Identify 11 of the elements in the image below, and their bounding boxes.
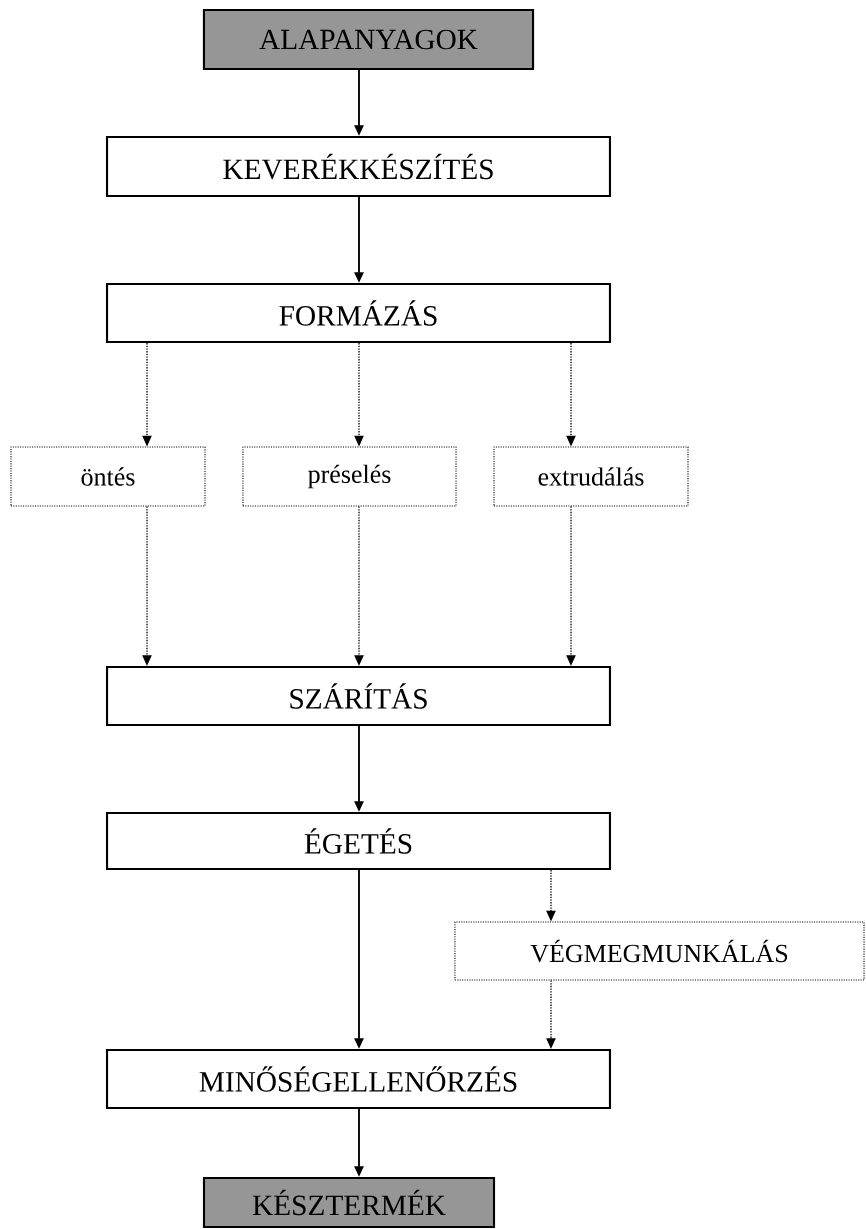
terminal-box: KÉSZTERMÉK — [202, 1176, 496, 1229]
option-box: öntés — [10, 446, 206, 507]
option-box: préselés — [242, 446, 457, 507]
option-box: extrudálás — [493, 446, 689, 507]
process-box: FORMÁZÁS — [105, 282, 612, 344]
process-box: MINŐSÉGELLENŐRZÉS — [105, 1048, 612, 1110]
option-box: VÉGMEGMUNKÁLÁS — [454, 921, 865, 981]
process-box: SZÁRÍTÁS — [105, 665, 612, 727]
terminal-box: ALAPANYAGOK — [202, 8, 535, 71]
process-box: KEVERÉKKÉSZÍTÉS — [105, 135, 612, 198]
process-box: ÉGETÉS — [105, 811, 612, 871]
